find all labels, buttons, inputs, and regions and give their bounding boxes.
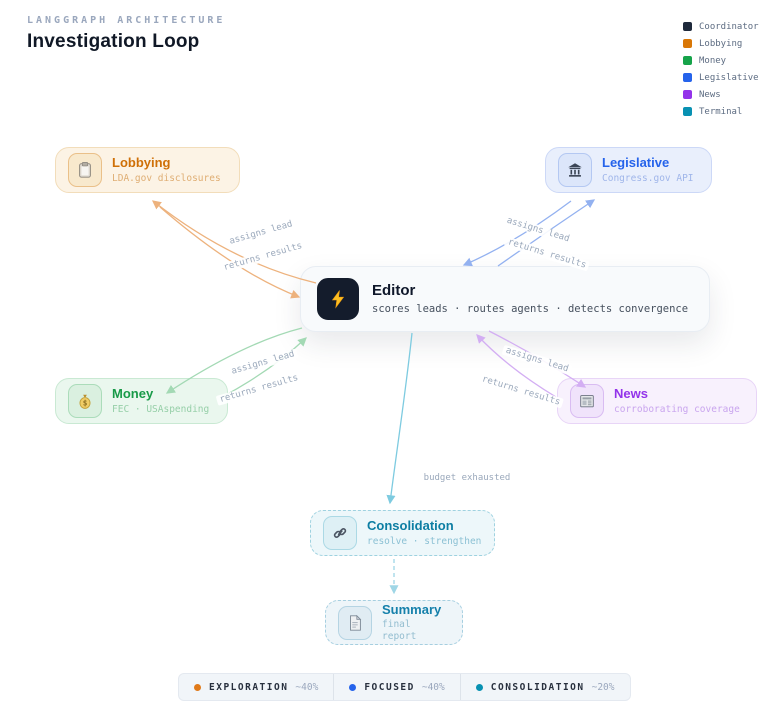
focused-dot-icon xyxy=(349,683,357,691)
legend-label: News xyxy=(699,89,721,100)
stat-value: ~40% xyxy=(421,681,445,693)
edge-label-news-assigns: assigns lead xyxy=(501,344,573,376)
lightning-icon xyxy=(317,278,359,320)
color-swatch xyxy=(683,56,692,65)
legend-item-legislative: Legislative xyxy=(683,69,759,86)
node-title: Editor xyxy=(372,282,416,300)
stat-label: CONSOLIDATION xyxy=(490,681,585,693)
node-title: Lobbying xyxy=(112,155,171,171)
bank-icon xyxy=(558,153,592,187)
stat-label: EXPLORATION xyxy=(209,681,289,693)
legend-item-lobbying: Lobbying xyxy=(683,35,759,52)
stat-value: ~40% xyxy=(295,681,319,693)
page-icon xyxy=(338,605,372,640)
newspaper-icon xyxy=(570,384,604,418)
edge-label-money-returns: returns results xyxy=(215,372,303,406)
color-swatch xyxy=(683,73,692,82)
consolidation-dot-icon xyxy=(475,683,483,691)
node-subtitle: resolve · strengthen xyxy=(367,535,482,547)
color-swatch xyxy=(683,107,692,116)
node-summary: Summary final report xyxy=(325,600,463,645)
node-lobbying: Lobbying LDA.gov disclosures xyxy=(55,147,240,193)
edge-label-lobbying-assigns: assigns lead xyxy=(225,218,297,248)
legend-item-news: News xyxy=(683,86,759,103)
node-legislative: Legislative Congress.gov API xyxy=(545,147,712,193)
node-title: Consolidation xyxy=(367,518,454,534)
node-title: News xyxy=(614,386,648,402)
stat-label: FOCUSED xyxy=(364,681,415,693)
node-title: Money xyxy=(112,386,154,402)
clipboard-icon xyxy=(68,153,102,187)
edge-label-budget-exhausted: budget exhausted xyxy=(420,473,514,483)
node-editor-coordinator: Editor scores leads · routes agents · de… xyxy=(300,266,710,332)
node-subtitle: corroborating coverage xyxy=(614,403,740,415)
node-subtitle: final report xyxy=(382,619,417,643)
node-subtitle: FEC · USAspending xyxy=(112,403,210,415)
legend-label: Terminal xyxy=(699,106,743,117)
node-title: Summary xyxy=(382,602,442,617)
legend-item-money: Money xyxy=(683,52,759,69)
stat-focused: FOCUSED ~40% xyxy=(333,674,459,700)
node-subtitle: scores leads · routes agents · detects c… xyxy=(372,302,689,315)
page-title: Investigation Loop xyxy=(27,31,200,52)
header: LANGGRAPH ARCHITECTURE Investigation Loo… xyxy=(27,15,225,53)
legend-item-terminal: Terminal xyxy=(683,103,759,120)
color-swatch xyxy=(683,90,692,99)
legend-label: Money xyxy=(699,55,727,66)
edge-label-money-assigns: assigns lead xyxy=(227,348,299,378)
node-title: Legislative xyxy=(602,155,670,171)
link-icon xyxy=(323,516,357,550)
money-bag-icon: $ xyxy=(68,384,102,418)
phase-stats-bar: EXPLORATION ~40% FOCUSED ~40% CONSOLIDAT… xyxy=(178,673,631,701)
edge-editor-consolidation xyxy=(386,332,413,505)
legend-label: Coordinator xyxy=(699,21,759,32)
color-legend: Coordinator Lobbying Money Legislative N… xyxy=(683,18,759,120)
svg-text:$: $ xyxy=(83,399,88,408)
node-subtitle: Congress.gov API xyxy=(602,172,694,184)
stat-exploration: EXPLORATION ~40% xyxy=(179,674,333,700)
node-news: News corroborating coverage xyxy=(557,378,757,424)
node-subtitle: LDA.gov disclosures xyxy=(112,172,221,184)
legend-label: Lobbying xyxy=(699,38,743,49)
node-consolidation: Consolidation resolve · strengthen xyxy=(310,510,495,556)
exploration-dot-icon xyxy=(194,683,201,691)
color-swatch xyxy=(683,22,692,31)
stat-value: ~20% xyxy=(591,681,615,693)
legend-label: Legislative xyxy=(699,72,759,83)
legend-item-coordinator: Coordinator xyxy=(683,18,759,35)
color-swatch xyxy=(683,39,692,48)
node-money: $ Money FEC · USAspending xyxy=(55,378,228,424)
header-kicker: LANGGRAPH ARCHITECTURE xyxy=(27,15,226,26)
edge-label-news-returns: returns results xyxy=(477,373,565,409)
stat-consolidation: CONSOLIDATION ~20% xyxy=(459,674,630,700)
